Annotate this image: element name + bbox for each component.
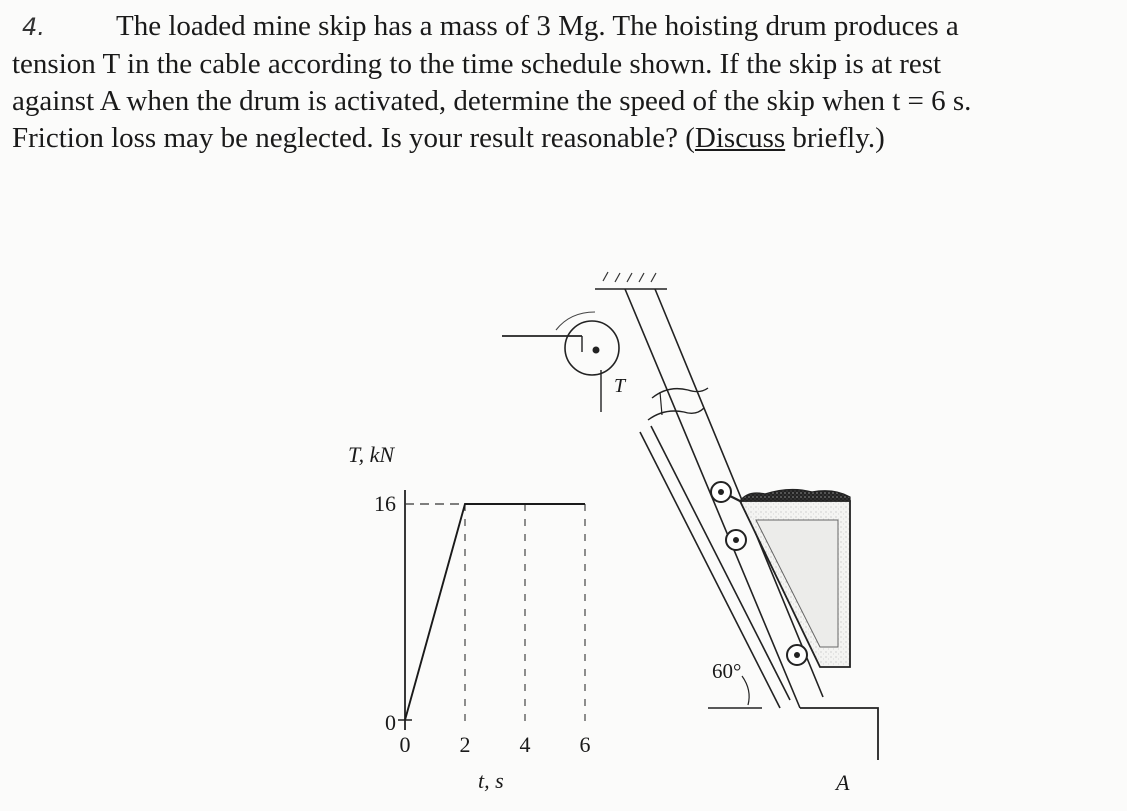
problem-number: 4. (22, 13, 45, 41)
ceiling-hatch (602, 271, 657, 283)
discuss-rest: briefly.) (785, 122, 885, 154)
mine-skip-panel (755, 519, 839, 648)
discuss-open: ( (685, 122, 695, 154)
cable-cut-bottom (647, 407, 705, 421)
problem-statement: 4. The loaded mine skip has a mass of 3 M… (12, 8, 1117, 157)
y-tick-label: 0 (385, 710, 396, 735)
problem-line-3: against A when the drum is activated, de… (12, 85, 972, 117)
tension-series-line (404, 503, 585, 721)
cable-cut-top (651, 387, 709, 399)
stop-a (800, 707, 879, 760)
y-axis-label: T, kN (348, 442, 395, 467)
y-tick-label: 16 (374, 491, 396, 516)
hoisting-drum (564, 320, 620, 376)
y-tick-labels: 0 16 (374, 491, 396, 735)
discuss-word: Discuss (694, 122, 786, 154)
tension-time-chart: T, kN 0 16 0 2 4 6 t, s (348, 442, 591, 793)
x-tick-labels: 0 2 4 6 (400, 732, 591, 757)
guide-lines (405, 503, 586, 728)
x-tick-label: 0 (400, 732, 411, 757)
problem-text-4: Friction loss may be neglected. Is your … (12, 122, 678, 154)
x-axis-label: t, s (478, 768, 504, 793)
angle-label: 60° (712, 659, 741, 683)
drum-axle (592, 346, 600, 354)
tension-label: T (614, 375, 627, 397)
problem-line-2: tension T in the cable according to the … (12, 48, 942, 80)
x-tick-label: 2 (460, 732, 471, 757)
problem-text-1: The loaded mine skip has a mass of 3 Mg.… (116, 10, 959, 42)
point-a-label: A (834, 770, 850, 795)
problem-line-1: 4. The loaded mine skip has a mass of 3 M… (12, 8, 1117, 46)
drum-rotation-arrow (555, 311, 596, 331)
skip-wheels (710, 481, 808, 666)
x-tick-label: 6 (580, 732, 591, 757)
angle-arc (741, 675, 750, 706)
problem-line-4: Friction loss may be neglected. Is your … (12, 120, 1117, 157)
x-tick-label: 4 (520, 732, 531, 757)
mine-skip-diagram: 60° A T (502, 271, 879, 795)
ore-load (738, 488, 851, 502)
